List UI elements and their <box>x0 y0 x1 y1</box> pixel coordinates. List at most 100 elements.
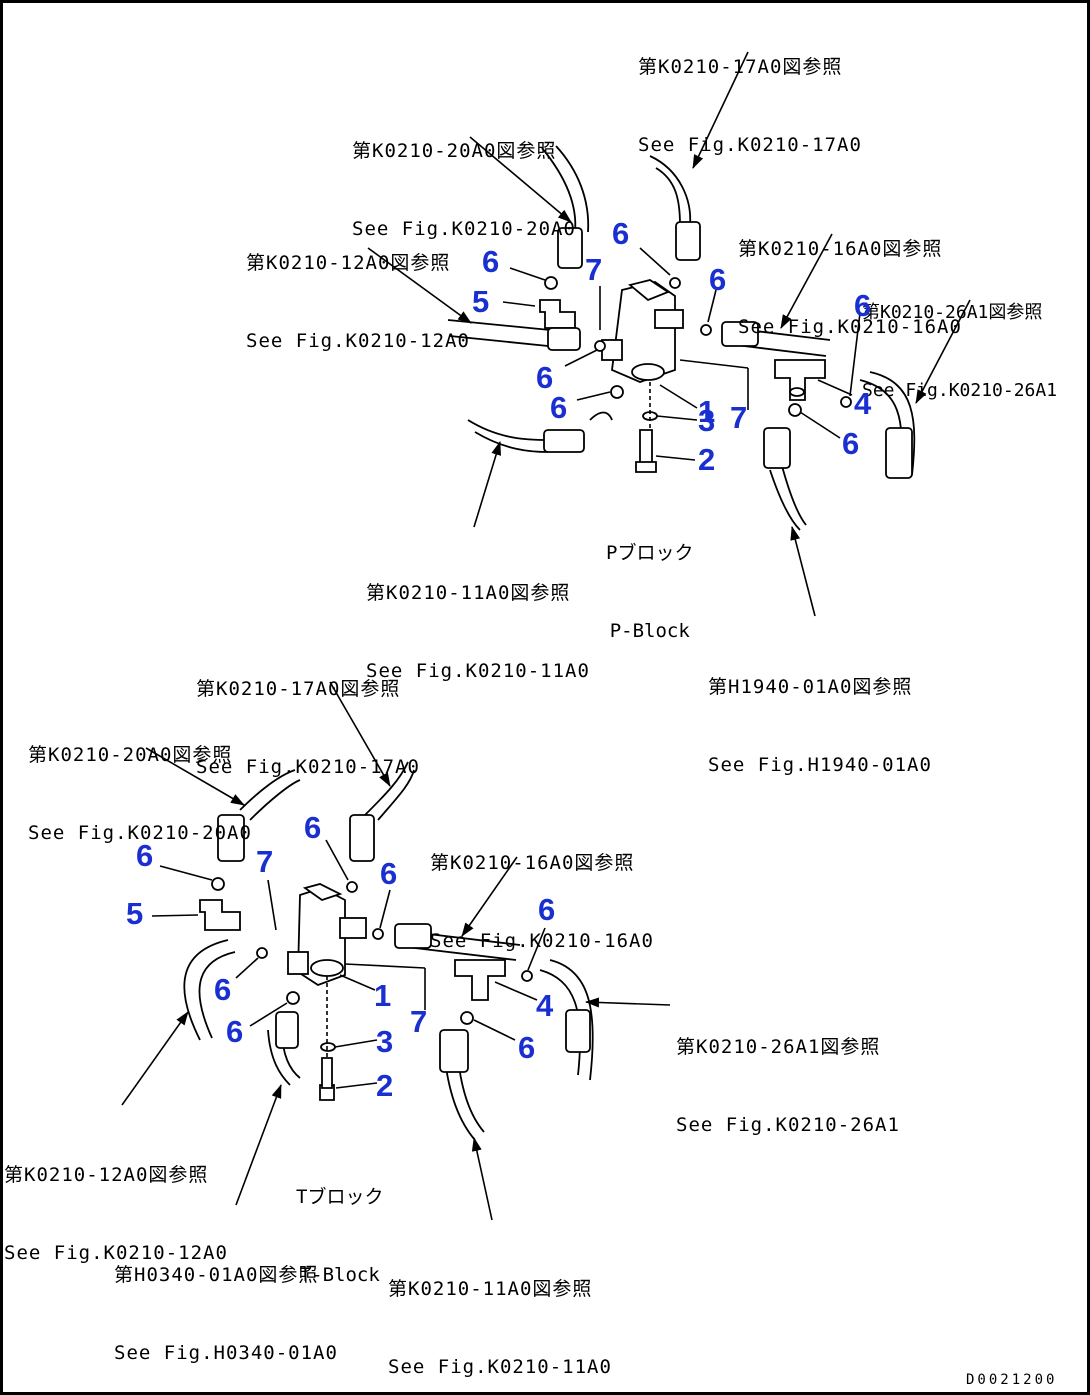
p-block-tee <box>774 359 826 401</box>
leader-lower-17a0 <box>329 681 391 787</box>
t-callout-line-4 <box>494 981 538 1001</box>
p-oring-g <box>840 396 852 408</box>
ref-en: See Fig.K0210-12A0 <box>4 1242 228 1264</box>
ref-jp: 第H0340-01A0図参照 <box>114 1264 319 1286</box>
p-callout-line-1 <box>659 384 698 409</box>
upper-ref-12a0: 第K0210-12A0図参照 See Fig.K0210-12A0 <box>246 198 470 406</box>
t-oring-a <box>211 877 225 891</box>
upper-block-label: Pブロック P-Block <box>606 488 693 696</box>
p-hose-20a0-fitting <box>557 227 583 269</box>
t-oring-b <box>346 881 358 893</box>
t-callout-line-6c <box>379 889 391 929</box>
ref-en: See Fig.K0210-26A1 <box>862 380 1058 401</box>
leader-upper-20a0 <box>469 136 572 223</box>
t-callout-line-5 <box>151 914 199 917</box>
upper-callout-1: 1 <box>698 394 716 429</box>
t-block-elbow <box>199 899 241 931</box>
ref-en: See Fig.K0210-17A0 <box>638 134 862 156</box>
upper-callout-6: 6 <box>536 360 554 395</box>
ref-jp: 第H1940-01A0図参照 <box>708 676 913 698</box>
p-block-bolt <box>639 429 653 467</box>
upper-ref-26a1: 第K0210-26A1図参照 See Fig.K0210-26A1 <box>862 248 1057 456</box>
t-block-tee <box>454 959 506 1001</box>
t-hose-h0340-fitting <box>275 1011 299 1049</box>
t-oring-e <box>286 991 300 1005</box>
t-callout-line-2 <box>335 1082 378 1089</box>
ref-jp: 第K0210-26A1図参照 <box>676 1036 881 1058</box>
p-hose-11a0 <box>467 419 549 453</box>
t-hose-17a0-fitting <box>349 814 375 862</box>
upper-ref-20a0: 第K0210-20A0図参照 See Fig.K0210-20A0 <box>352 86 576 294</box>
p-callout-line-6a <box>509 267 546 281</box>
ref-en: See Fig.K0210-12A0 <box>246 330 470 352</box>
t-block-bolt <box>321 1057 333 1089</box>
upper-callout-6: 6 <box>612 216 630 251</box>
ref-en: See Fig.K0210-11A0 <box>366 660 590 682</box>
p-oring-e <box>594 340 606 352</box>
p-hose-17a0-fitting <box>675 221 701 261</box>
ref-en: See Fig.H0340-01A0 <box>114 1342 338 1364</box>
ref-jp: 第K0210-12A0図参照 <box>246 252 451 274</box>
p-callout-line-7b <box>679 359 749 369</box>
t-hose-26a1-end <box>565 1009 591 1053</box>
leader-lower-16a0 <box>461 856 518 937</box>
p-hose-12a0 <box>447 319 551 347</box>
t-callout-line-6a <box>159 865 213 881</box>
p-callout-line-6b <box>639 247 671 276</box>
leader-upper-11a0 <box>473 441 501 528</box>
p-oring-a <box>544 276 558 290</box>
p-callout-line-4 <box>817 379 853 396</box>
figure-code: D0021200 <box>966 1372 1058 1388</box>
p-callout-line-6c <box>707 289 717 323</box>
t-hose-12a0 <box>183 939 236 1041</box>
ref-jp: 第K0210-11A0図参照 <box>388 1278 593 1300</box>
lower-assembly <box>121 681 671 1221</box>
p-hose-h1940 <box>769 465 807 531</box>
lower-ref-16a0: 第K0210-16A0図参照 See Fig.K0210-16A0 <box>430 798 654 1006</box>
ref-jp: 第K0210-16A0図参照 <box>430 852 635 874</box>
p-oring-b <box>669 277 681 289</box>
block-label-en: P-Block <box>609 620 690 642</box>
ref-jp: 第K0210-20A0図参照 <box>28 744 233 766</box>
ref-jp: 第K0210-11A0図参照 <box>366 582 571 604</box>
t-hose-17a0 <box>364 761 415 821</box>
lower-ref-11a0: 第K0210-11A0図参照 See Fig.K0210-11A0 <box>388 1224 612 1395</box>
block-label-jp: Tブロック <box>296 1186 384 1208</box>
ref-en: See Fig.K0210-20A0 <box>352 218 576 240</box>
lower-callout-4: 4 <box>536 988 554 1023</box>
p-hose-26a1-end <box>885 427 913 479</box>
t-callout-line-6e <box>249 1002 288 1027</box>
p-oring-c <box>700 324 712 336</box>
p-callout-line-3 <box>656 415 698 421</box>
ref-en: See Fig.K0210-20A0 <box>28 822 252 844</box>
lower-callout-6: 6 <box>304 810 322 845</box>
t-callout-line-6g <box>473 1019 516 1041</box>
t-hose-11a0-fitting <box>439 1029 469 1073</box>
ref-jp: 第K0210-20A0図参照 <box>352 140 557 162</box>
upper-callout-6: 6 <box>482 244 500 279</box>
upper-ref-17a0: 第K0210-17A0図参照 See Fig.K0210-17A0 <box>638 2 862 210</box>
p-callout-line-6e <box>576 391 611 401</box>
p-block-elbow <box>539 299 576 329</box>
t-hose-20a0 <box>239 769 301 821</box>
ref-en: See Fig.H1940-01A0 <box>708 754 932 776</box>
ref-jp: 第K0210-16A0図参照 <box>738 238 943 260</box>
t-block-top <box>302 883 343 901</box>
upper-callout-2: 2 <box>698 442 716 477</box>
t-callout-line-6d <box>235 957 259 979</box>
leader-lower-h0340 <box>235 1084 282 1206</box>
ref-jp: 第K0210-12A0図参照 <box>4 1164 209 1186</box>
upper-callout-7: 7 <box>730 400 748 435</box>
lower-ref-20a0: 第K0210-20A0図参照 See Fig.K0210-20A0 <box>28 690 252 898</box>
lower-callout-1: 1 <box>374 978 392 1013</box>
t-oring-d <box>256 947 268 959</box>
t-block-port <box>310 959 344 977</box>
ref-jp: 第K0210-17A0図参照 <box>638 56 843 78</box>
ref-jp: 第K0210-17A0図参照 <box>196 678 401 700</box>
block-label-jp: Pブロック <box>606 542 694 564</box>
t-callout-line-6b <box>325 839 349 881</box>
upper-assembly <box>367 51 971 617</box>
p-callout-line-6d <box>564 349 598 367</box>
